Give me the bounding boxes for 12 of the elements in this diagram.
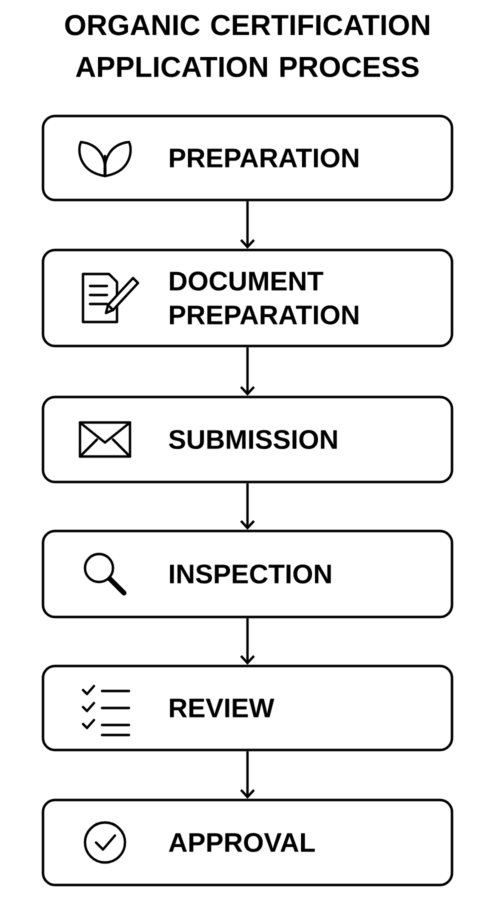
process-box: PREPARATION <box>42 114 454 202</box>
process-box: SUBMISSION <box>42 396 454 484</box>
process-box: DOCUMENT PREPARATION <box>42 248 454 348</box>
arrow <box>240 751 255 799</box>
process-box: APPROVAL <box>42 798 454 886</box>
process-box: REVIEW <box>42 664 454 752</box>
arrow <box>240 347 255 396</box>
title: ORGANIC CERTIFICATION APPLICATION PROCESS <box>65 14 430 78</box>
process-box: INSPECTION <box>42 530 454 618</box>
arrow <box>240 618 255 665</box>
arrow <box>240 201 255 249</box>
arrow <box>240 483 255 530</box>
